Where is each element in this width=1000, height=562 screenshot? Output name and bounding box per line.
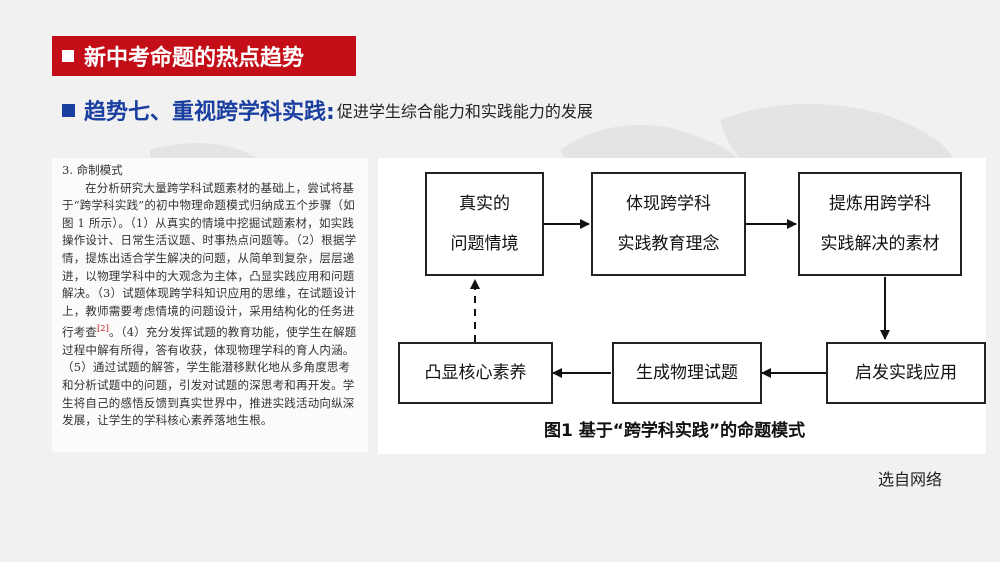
slide-title-banner: 新中考命题的热点趋势 — [52, 36, 356, 76]
node-extract-material: 提炼用跨学科实践解决的素材 — [798, 172, 962, 276]
square-bullet-icon — [62, 103, 75, 117]
node-real-problem-context: 真实的问题情境 — [425, 172, 544, 276]
trend-heading: 趋势七、重视跨学科实践: — [84, 100, 335, 125]
node-label: 凸显核心素养 — [424, 363, 527, 383]
slide-title: 新中考命题的热点趋势 — [84, 46, 305, 71]
document-excerpt: 3. 命制模式 在分析研究大量跨学科试题素材的基础上，尝试将基于“跨学科实践”的… — [52, 158, 368, 452]
figure-caption: 图1 基于“跨学科实践”的命题模式 — [544, 421, 806, 441]
flow-diagram-arrows — [470, 219, 890, 378]
node-line: 实践教育理念 — [617, 234, 720, 254]
node-inspire-application: 启发实践应用 — [826, 342, 986, 404]
trend-heading-row: 趋势七、重视跨学科实践: 促进学生综合能力和实践能力的发展 — [62, 94, 593, 126]
document-paragraph: 在分析研究大量跨学科试题素材的基础上，尝试将基于“跨学科实践”的初中物理命题模式… — [62, 180, 360, 430]
node-line: 体现跨学科 — [626, 194, 711, 214]
node-generate-questions: 生成物理试题 — [612, 342, 762, 404]
document-body-start: 在分析研究大量跨学科试题素材的基础上，尝试将基于“跨学科实践”的初中物理命题模式… — [62, 180, 357, 340]
document-heading: 3. 命制模式 — [62, 163, 123, 177]
node-interdisciplinary-concept: 体现跨学科实践教育理念 — [591, 172, 746, 276]
node-core-literacy: 凸显核心素养 — [398, 342, 553, 404]
node-label: 启发实践应用 — [855, 363, 957, 383]
source-note: 选自网络 — [878, 470, 943, 489]
node-label: 生成物理试题 — [636, 363, 738, 383]
node-line: 提炼用跨学科 — [829, 194, 931, 214]
square-bullet-icon — [62, 50, 74, 62]
node-line: 真实的 — [459, 194, 510, 214]
node-line: 问题情境 — [450, 234, 519, 254]
flow-diagram-figure: 真实的问题情境 体现跨学科实践教育理念 提炼用跨学科实践解决的素材 启发实践应用… — [378, 158, 986, 454]
document-body-end: 。（4）充分发挥试题的教育功能，使学生在解题过程中解有所得，答有收获，体现物理学… — [62, 325, 357, 428]
node-line: 实践解决的素材 — [820, 234, 940, 254]
trend-subtitle: 促进学生综合能力和实践能力的发展 — [336, 102, 593, 121]
citation-mark: [2] — [97, 324, 110, 334]
